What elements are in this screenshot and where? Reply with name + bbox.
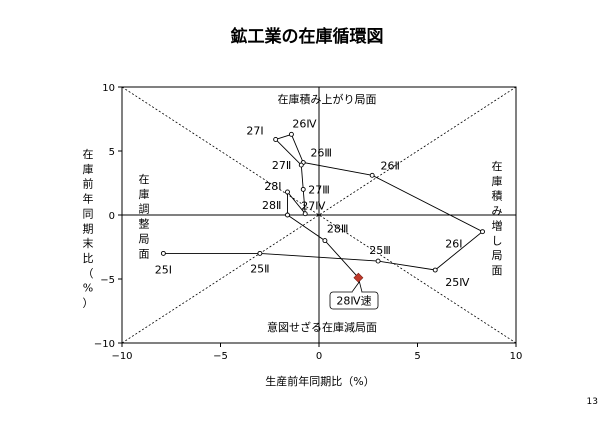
data-point	[273, 137, 279, 142]
data-point	[160, 250, 166, 256]
data-point-label: 27Ⅲ	[308, 183, 330, 196]
data-point	[369, 172, 375, 178]
region-label-left: 在庫調整局面	[139, 173, 150, 260]
data-point-label: 26Ⅳ	[292, 117, 317, 130]
page-number: 13	[587, 397, 598, 407]
x-tick-label: 0	[316, 351, 322, 362]
data-point-label: 26Ⅲ	[310, 147, 332, 160]
data-point	[257, 250, 263, 256]
data-point-label: 27Ⅳ	[301, 200, 326, 213]
x-tick-label: 5	[414, 351, 420, 362]
highlight-point	[353, 272, 364, 283]
x-tick-label: 10	[510, 351, 523, 362]
y-tick-label: −10	[94, 339, 115, 350]
data-point	[375, 258, 381, 264]
x-tick-label: −10	[111, 351, 132, 362]
data-point-label: 27Ⅰ	[246, 124, 263, 137]
x-axis-label: 生産前年同期比（%）	[265, 374, 374, 388]
highlight-point-label: 28Ⅳ速	[336, 295, 371, 308]
data-point-label: 27Ⅱ	[272, 159, 291, 172]
y-tick-label: 10	[102, 83, 115, 94]
data-point	[285, 189, 290, 195]
region-label-top: 在庫積み上がり局面	[278, 92, 377, 106]
y-axis-label: 在庫前年同期末比（%）	[83, 148, 94, 310]
data-point-label: 25Ⅲ	[369, 244, 391, 257]
y-tick-label: 5	[109, 147, 115, 158]
data-point-label: 28Ⅲ	[327, 223, 349, 236]
data-point-label: 28Ⅰ	[264, 180, 281, 193]
x-tick-label: −5	[213, 351, 228, 362]
data-point-label: 25Ⅳ	[445, 276, 470, 289]
data-point-label: 25Ⅰ	[155, 263, 172, 276]
chart-title: 鉱工業の在庫循環図	[231, 26, 384, 47]
y-tick-label: 0	[109, 211, 115, 222]
data-point-label: 28Ⅱ	[262, 199, 281, 212]
y-tick-label: −5	[100, 275, 115, 286]
region-label-right: 在庫積み増し局面	[492, 160, 503, 277]
data-point-label: 26Ⅰ	[445, 238, 462, 251]
cycle-path-line	[163, 133, 484, 279]
data-point	[302, 211, 308, 217]
callout-pointer	[351, 280, 363, 293]
region-label-bottom: 意図せざる在庫減局面	[267, 320, 377, 334]
data-point	[300, 186, 306, 192]
data-point	[298, 162, 304, 168]
data-point	[480, 229, 485, 235]
data-point	[288, 131, 294, 137]
data-point	[285, 212, 290, 218]
data-point	[432, 267, 438, 273]
data-point-label: 26Ⅱ	[380, 159, 399, 172]
data-point-label: 25Ⅱ	[250, 262, 269, 275]
series-layer: 25Ⅰ 25Ⅱ 25Ⅲ 25Ⅳ 26Ⅰ 26Ⅱ 26Ⅲ 26Ⅳ 27Ⅰ 27Ⅱ 27Ⅲ 27Ⅳ 28Ⅰ 2…	[155, 117, 485, 310]
data-point	[322, 238, 328, 244]
